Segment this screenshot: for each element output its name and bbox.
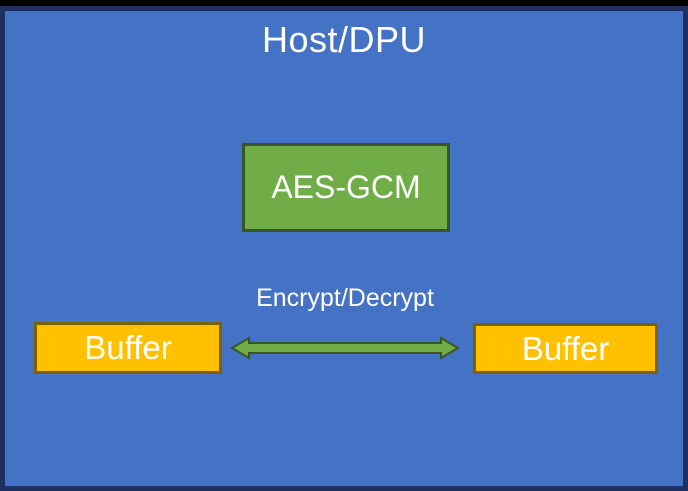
buffer-box-left: Buffer: [34, 322, 222, 374]
buffer-right-label: Buffer: [521, 329, 610, 367]
buffer-box-right: Buffer: [473, 323, 658, 374]
aes-gcm-box: AES-GCM: [242, 143, 450, 232]
aes-gcm-label: AES-GCM: [271, 169, 421, 205]
diagram-title: Host/DPU: [261, 19, 427, 60]
encrypt-decrypt-label: Encrypt/Decrypt: [256, 284, 434, 312]
host-dpu-panel: [0, 6, 688, 491]
buffer-left-label: Buffer: [84, 329, 172, 366]
